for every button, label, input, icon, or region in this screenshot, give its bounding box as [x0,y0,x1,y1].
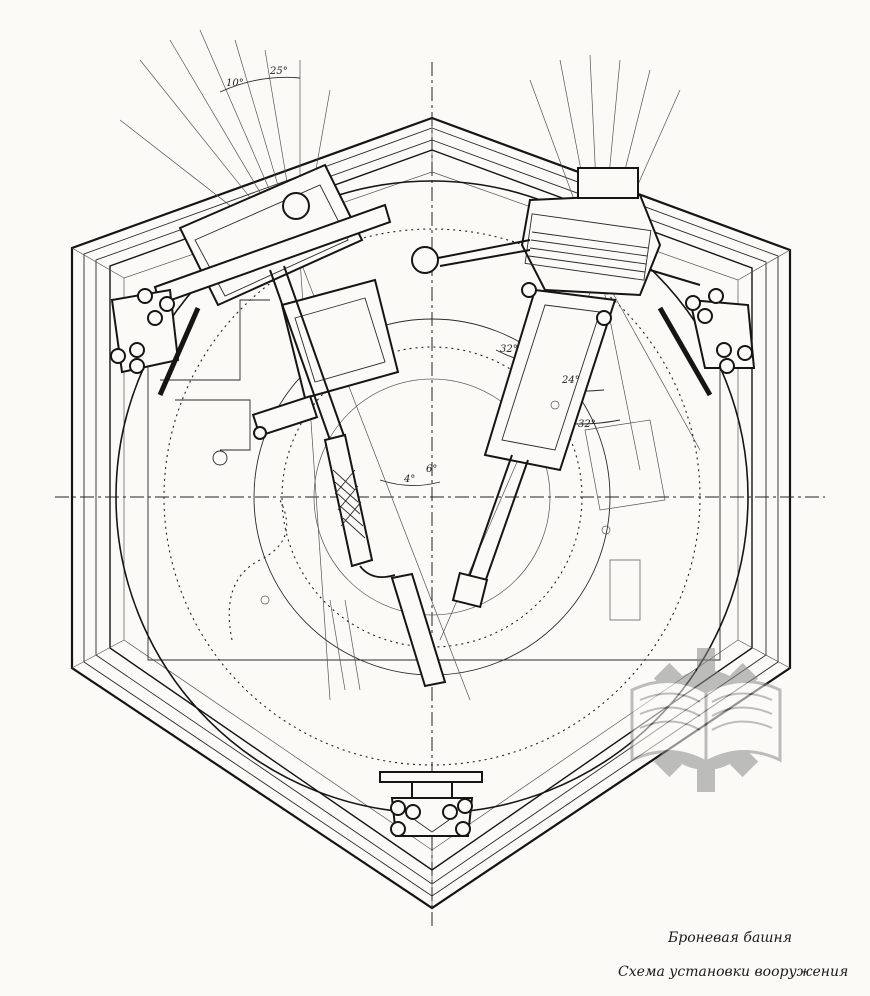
right-gun-mount [411,167,701,609]
angle-label: 24° [561,375,580,386]
right-gun-mount-hatching [528,231,649,273]
angle-label: 10° [226,78,244,89]
drawing-title: Броневая башня [668,930,793,946]
drawing-subtitle: Схема установки вооружения [618,964,849,980]
angle-label: 6° [426,464,437,475]
corner-bracket-left [110,288,201,397]
angle-label: 32° [578,419,596,430]
gear-book-logo-icon [630,648,782,792]
angle-label: 25° [269,66,288,77]
corner-bracket-bottom [379,771,483,837]
internal-outlines [228,400,666,691]
corner-bracket-right [657,288,756,397]
centre-lines [55,62,825,930]
angle-labels: 10° 25° 32° 24° 32° 4° 6° [226,66,596,485]
left-gun-mount [153,163,447,688]
angle-label: 32° [500,344,518,355]
left-gun-grip-hatching [332,469,366,539]
angle-label: 4° [403,474,415,485]
